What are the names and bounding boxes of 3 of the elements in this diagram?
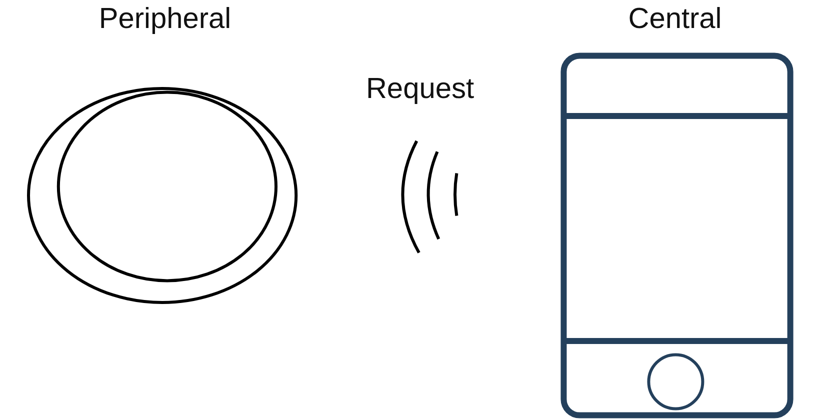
signal-label: Request: [366, 72, 474, 106]
device-label: Central: [628, 2, 722, 36]
device-label: Peripheral: [98, 2, 232, 36]
